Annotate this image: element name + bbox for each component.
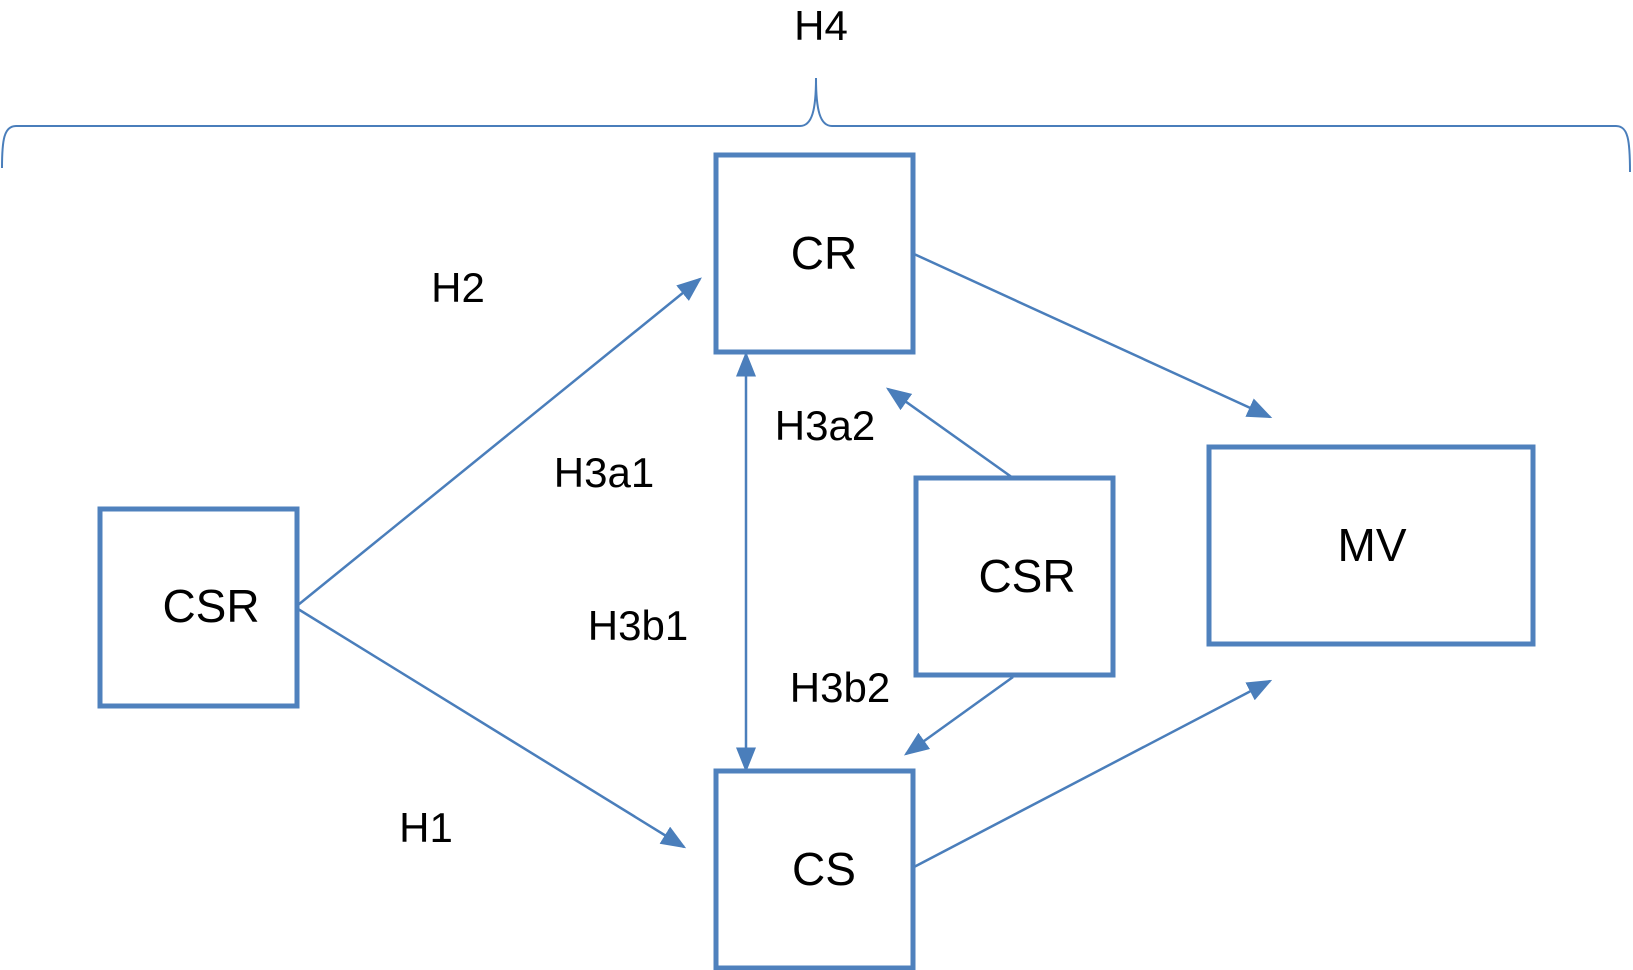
cr-box bbox=[713, 152, 916, 355]
edge-csr-mid-to-cr bbox=[885, 387, 1014, 480]
h1-label: H1 bbox=[399, 804, 453, 851]
mv-label: MV bbox=[1338, 519, 1407, 571]
csr-left-label: CSR bbox=[162, 580, 259, 632]
cs-label: CS bbox=[792, 843, 856, 895]
h3b2-label: H3b2 bbox=[790, 664, 890, 711]
csr-mid-label: CSR bbox=[978, 550, 1075, 602]
edge-csr-to-cr bbox=[297, 277, 702, 606]
h4-brace bbox=[1, 77, 1631, 173]
csr-left-box bbox=[97, 506, 300, 709]
edge-cs-to-mv bbox=[913, 679, 1273, 869]
mv-box bbox=[1206, 444, 1536, 647]
h3a1-label: H3a1 bbox=[554, 449, 654, 496]
h3b1-label: H3b1 bbox=[588, 602, 688, 649]
cs-box bbox=[713, 768, 916, 970]
cr-label: CR bbox=[791, 227, 857, 279]
h2-label: H2 bbox=[431, 264, 485, 311]
h4-label: H4 bbox=[794, 2, 848, 49]
edge-csr-mid-to-cs bbox=[903, 675, 1014, 756]
csr-mid-box bbox=[913, 475, 1116, 678]
h3a2-label: H3a2 bbox=[775, 402, 875, 449]
edge-cr-to-mv bbox=[913, 252, 1273, 419]
edge-csr-to-cs bbox=[297, 607, 687, 849]
